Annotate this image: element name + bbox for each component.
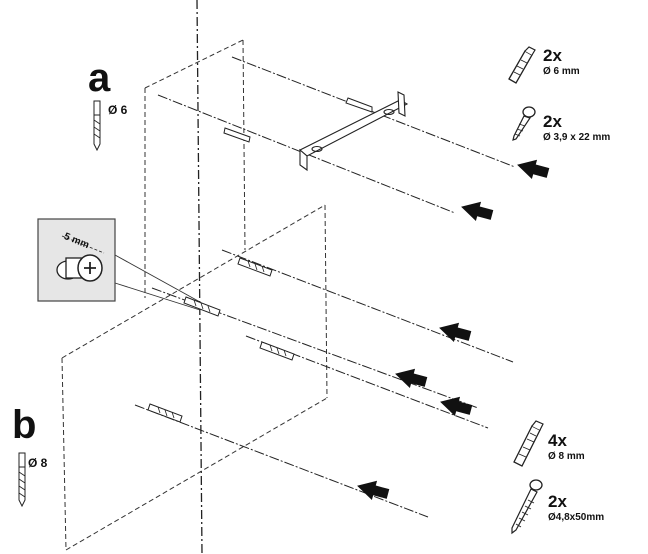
wall-plug-icon <box>508 46 536 84</box>
assembly-line-5 <box>245 335 489 429</box>
wall-plug-icon <box>513 420 544 467</box>
part-1-size: Ø 6 mm <box>543 66 580 77</box>
part-4-count: 2x <box>548 492 567 511</box>
installed-plug-a1 <box>345 97 373 113</box>
part-4-size: Ø4,8x50mm <box>548 512 605 523</box>
screw-detail-inset <box>37 218 116 302</box>
section-b-drill-size: Ø 8 <box>28 456 48 470</box>
installed-plug-b3 <box>259 341 295 361</box>
section-b-label: b <box>12 403 37 447</box>
drill-bit-icon <box>93 100 101 152</box>
assembly-line-2 <box>157 94 495 225</box>
installed-plug-b4 <box>147 403 183 423</box>
assembly-line-6 <box>134 404 429 518</box>
section-a-label: a <box>88 56 111 100</box>
screw-icon <box>512 106 536 141</box>
installed-plug-b2 <box>183 296 221 317</box>
long-screw-icon <box>511 479 543 535</box>
wall-panel-b <box>61 204 328 551</box>
inset-leader-lines <box>114 254 201 311</box>
wall-panel-a <box>144 39 246 298</box>
part-3-size: Ø 8 mm <box>548 451 585 462</box>
installed-plug-b1 <box>237 257 273 277</box>
drill-bit-icon <box>18 452 26 508</box>
part-3-count: 4x <box>548 431 567 450</box>
assembly-line-1 <box>231 56 551 183</box>
center-line <box>196 0 203 554</box>
installed-plug-a2 <box>223 127 251 143</box>
part-1-count: 2x <box>543 46 562 65</box>
wall-bracket <box>299 91 409 172</box>
part-2-size: Ø 3,9 x 22 mm <box>543 132 611 143</box>
screw-head-icon <box>56 254 103 282</box>
section-a-drill-size: Ø 6 <box>108 103 128 117</box>
assembly-line-3 <box>221 249 514 363</box>
part-2-count: 2x <box>543 112 562 131</box>
